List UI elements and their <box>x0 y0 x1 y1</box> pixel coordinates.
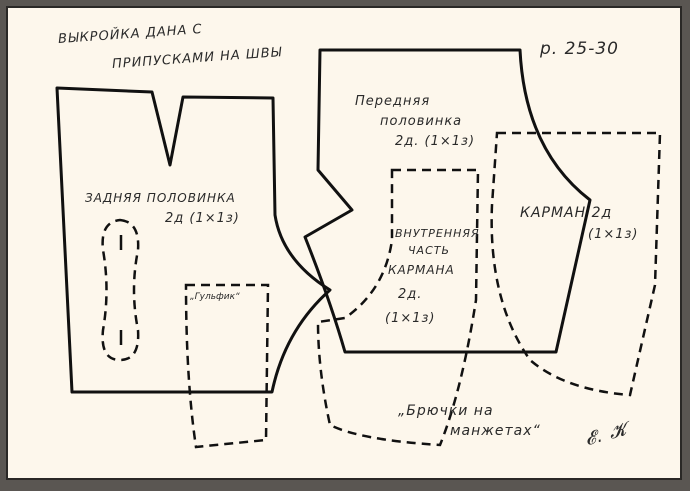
pocket-qty: (1×1з) <box>588 227 639 242</box>
inner-pocket-label-2: ЧАСТЬ <box>408 244 451 257</box>
front-qty: 2д. (1×1з) <box>395 134 476 149</box>
inner-pocket-label-3: КАРМАНА <box>388 263 455 277</box>
back-label: ЗАДНЯЯ ПОЛОВИНКА <box>85 191 236 205</box>
size-label: р. 25-30 <box>540 39 619 59</box>
front-half-outline <box>303 48 592 354</box>
inner-pocket-qty-2: (1×1з) <box>385 311 436 326</box>
inner-pocket-outline <box>316 168 480 447</box>
pocket-label: КАРМАН 2д <box>520 205 613 221</box>
front-label-1: Передняя <box>355 94 431 109</box>
caption-line2: манжетах“ <box>450 423 541 439</box>
inner-pocket-qty-1: 2д. <box>398 287 423 302</box>
fly-label: „Гульфик“ <box>190 292 240 302</box>
inner-pocket-label-1: ВНУТРЕННЯЯ <box>395 227 480 240</box>
fly-outline <box>184 283 270 449</box>
front-label-2: половинка <box>380 114 463 129</box>
back-qty: 2д (1×1з) <box>165 211 240 226</box>
pocket-outline <box>490 131 662 397</box>
back-half-outline <box>55 86 332 394</box>
caption-line1: „Брючки на <box>398 403 494 419</box>
